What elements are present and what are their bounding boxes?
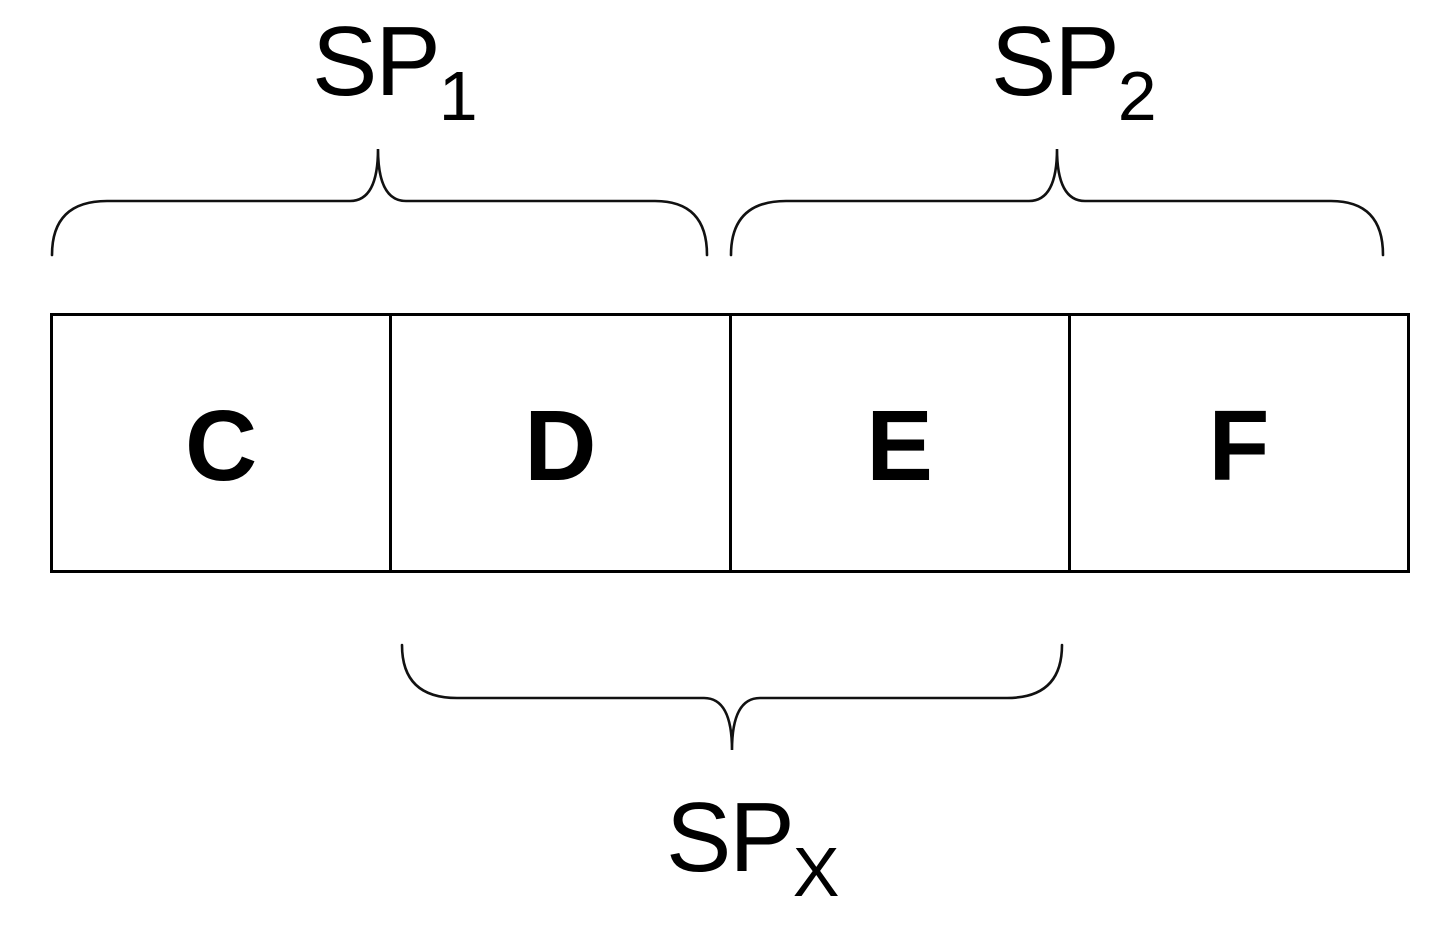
label-spx-base: SP	[666, 782, 795, 892]
label-sp2-subscript: 2	[1117, 57, 1157, 135]
label-sp1-subscript: 1	[438, 57, 478, 135]
brace-sp1-over-c-d	[50, 148, 709, 257]
label-spx-subscript: X	[792, 833, 840, 911]
cell-c: C	[53, 316, 389, 570]
cell-d: D	[389, 316, 728, 570]
cell-f: F	[1067, 316, 1407, 570]
cell-e-label: E	[866, 390, 933, 502]
cell-c-label: C	[185, 390, 258, 502]
cell-row: C D E F	[50, 313, 1410, 573]
label-sp2-base: SP	[991, 6, 1120, 116]
cell-f-label: F	[1208, 390, 1270, 502]
brace-sp2-over-e-f	[729, 148, 1385, 257]
cell-e: E	[728, 316, 1068, 570]
label-sp1-base: SP	[312, 6, 441, 116]
label-spx: SPX	[666, 788, 839, 907]
label-sp2: SP2	[991, 12, 1157, 131]
label-sp1: SP1	[312, 12, 478, 131]
cell-d-label: D	[524, 390, 597, 502]
brace-spx-under-d-e	[400, 643, 1064, 751]
